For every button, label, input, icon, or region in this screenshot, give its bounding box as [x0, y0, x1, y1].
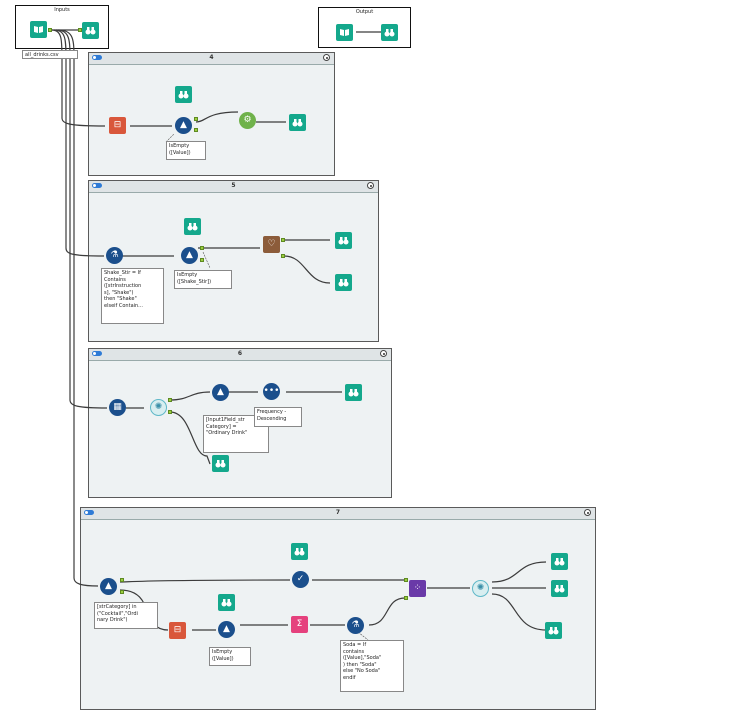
- collapse-icon[interactable]: [323, 54, 330, 61]
- gear-icon[interactable]: ⚙: [239, 112, 256, 129]
- output-box-title: Output: [355, 9, 374, 15]
- binoculars-icon[interactable]: [291, 543, 308, 560]
- container-header: 5: [89, 181, 378, 193]
- formula-icon[interactable]: ⚗: [347, 617, 364, 634]
- sort-annotation: Frequency - Descending: [254, 407, 302, 427]
- container-title: 5: [231, 182, 236, 189]
- false-anchor[interactable]: [120, 590, 124, 594]
- cross-tab-icon[interactable]: ✺: [472, 580, 489, 597]
- transpose-icon[interactable]: ✺: [150, 399, 167, 416]
- binoculars-icon[interactable]: [381, 24, 398, 41]
- binoculars-icon[interactable]: [184, 218, 201, 235]
- output-anchor[interactable]: [281, 254, 285, 258]
- binoculars-icon[interactable]: [289, 114, 306, 131]
- book-icon[interactable]: [30, 21, 47, 38]
- container-title: 6: [237, 350, 243, 357]
- formula-annotation: Soda = If contains ([Value],"Soda" ) the…: [340, 640, 404, 692]
- filter-annotation: [Input1Field_str Category] = "Ordinary D…: [203, 415, 269, 453]
- summarize-icon[interactable]: Σ: [291, 616, 308, 633]
- output-anchor[interactable]: [48, 28, 52, 32]
- collapse-icon[interactable]: [367, 182, 374, 189]
- true-anchor[interactable]: [120, 578, 124, 582]
- inputs-box-title: Inputs: [54, 7, 70, 13]
- file-name-label: all_drinks.csv: [22, 50, 78, 59]
- output-anchor[interactable]: [281, 238, 285, 242]
- formula-annotation: Shake_Stir = If Contains ([strInstructio…: [101, 268, 164, 324]
- filter-annotation: IsEmpty ([Value]): [166, 141, 206, 160]
- container-header: 6: [89, 349, 391, 361]
- output-anchor[interactable]: [168, 398, 172, 402]
- record-id-icon[interactable]: ▦: [109, 399, 126, 416]
- filter-icon[interactable]: ▲: [212, 384, 229, 401]
- binoculars-icon[interactable]: [551, 553, 568, 570]
- binoculars-icon[interactable]: [212, 455, 229, 472]
- filter-icon[interactable]: ▲: [181, 247, 198, 264]
- filter-icon[interactable]: ▲: [100, 578, 117, 595]
- text-to-columns-icon[interactable]: ⊟: [169, 622, 186, 639]
- summarize-icon[interactable]: •••: [263, 383, 280, 400]
- binoculars-icon[interactable]: [345, 384, 362, 401]
- filter-annotation: IsEmpty ([Shake_Stir]): [174, 270, 232, 289]
- collapse-icon[interactable]: [380, 350, 387, 357]
- false-anchor[interactable]: [194, 128, 198, 132]
- input-anchor[interactable]: [78, 28, 82, 32]
- filter-icon[interactable]: ▲: [218, 621, 235, 638]
- true-anchor[interactable]: [194, 117, 198, 121]
- unique-icon[interactable]: ✓: [292, 571, 309, 588]
- false-anchor[interactable]: [200, 258, 204, 262]
- binoculars-icon[interactable]: [335, 232, 352, 249]
- binoculars-icon[interactable]: [218, 594, 235, 611]
- binoculars-icon[interactable]: [175, 86, 192, 103]
- sample-icon[interactable]: ♡: [263, 236, 280, 253]
- input-anchor[interactable]: [404, 596, 408, 600]
- input-anchor[interactable]: [404, 578, 408, 582]
- container-header: 4: [89, 53, 334, 65]
- container-title: 7: [335, 509, 341, 516]
- binoculars-icon[interactable]: [82, 22, 99, 39]
- filter-annotation: IsEmpty ([Value]): [209, 647, 251, 666]
- filter-icon[interactable]: ▲: [175, 117, 192, 134]
- container-title: 4: [209, 54, 214, 61]
- formula-icon[interactable]: ⚗: [106, 247, 123, 264]
- filter-annotation: [strCategory] in ("Cocktail","Ordi nary …: [94, 602, 158, 629]
- collapse-icon[interactable]: [584, 509, 591, 516]
- book-icon[interactable]: [336, 24, 353, 41]
- binoculars-icon[interactable]: [545, 622, 562, 639]
- text-to-columns-icon[interactable]: ⊟: [109, 117, 126, 134]
- binoculars-icon[interactable]: [335, 274, 352, 291]
- true-anchor[interactable]: [200, 246, 204, 250]
- container-header: 7: [81, 508, 595, 520]
- binoculars-icon[interactable]: [551, 580, 568, 597]
- output-anchor[interactable]: [168, 410, 172, 414]
- join-icon[interactable]: ⁘: [409, 580, 426, 597]
